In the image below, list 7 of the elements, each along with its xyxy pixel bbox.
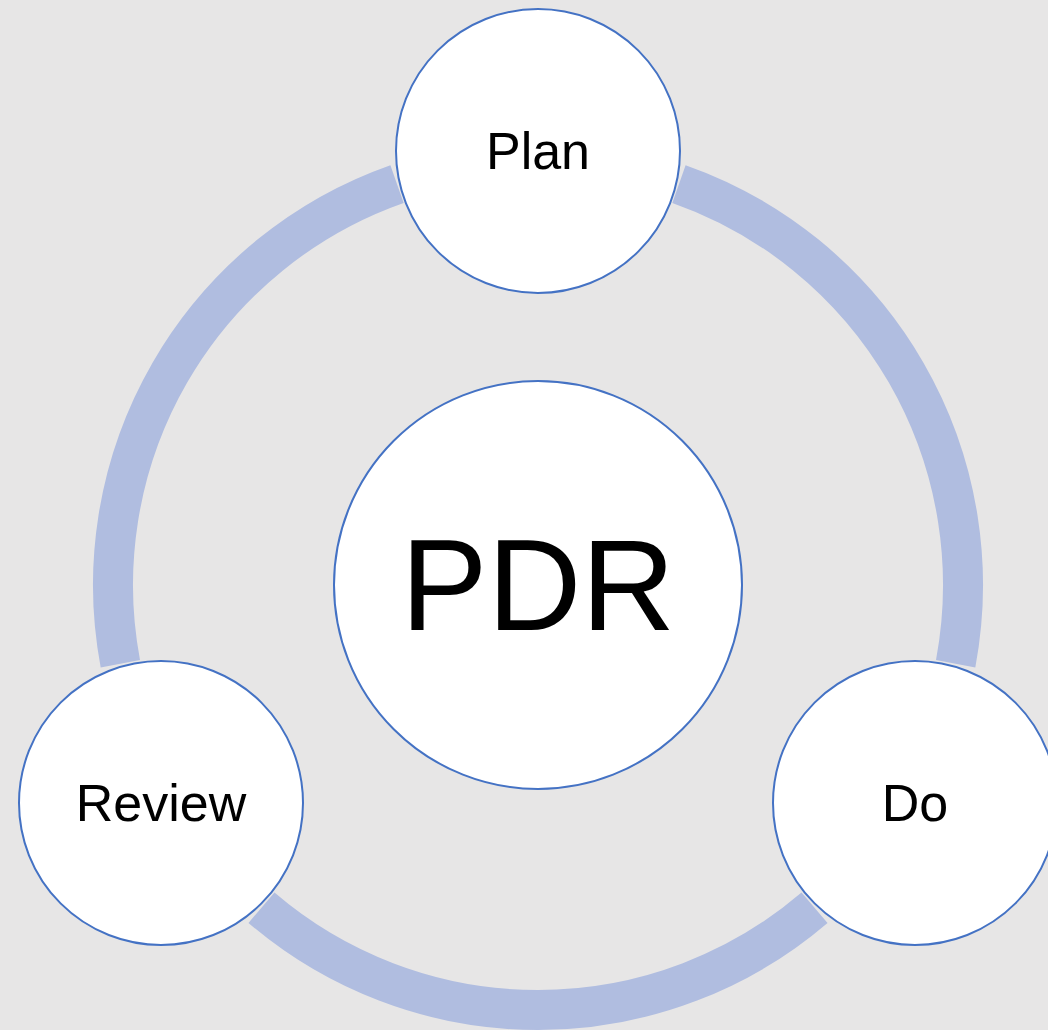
- node-label: Review: [75, 773, 247, 833]
- cycle-arc: [93, 165, 405, 667]
- node-label: Plan: [485, 121, 591, 181]
- node-label: Do: [881, 773, 949, 833]
- node-label: PDR: [400, 511, 676, 660]
- cycle-arc: [671, 165, 983, 667]
- cycle-arc: [249, 891, 827, 1030]
